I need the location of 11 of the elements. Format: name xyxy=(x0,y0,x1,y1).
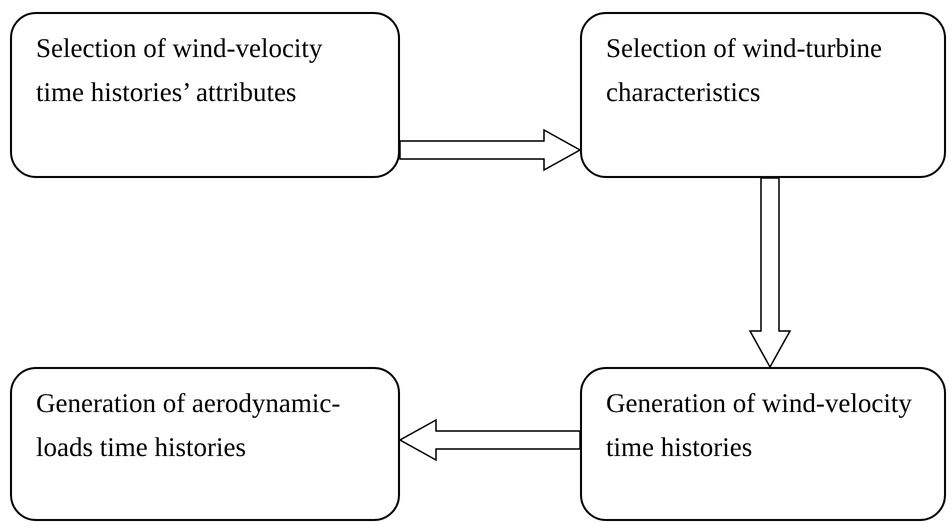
block-arrow xyxy=(399,128,582,172)
box-text: Selection of wind-turbine characteristics xyxy=(606,32,883,109)
process-box xyxy=(580,367,946,521)
process-box xyxy=(10,12,400,178)
process-box xyxy=(10,367,400,521)
box-text: Selection of wind-velocity time histories’ attributes xyxy=(36,32,324,109)
process-box xyxy=(580,12,946,178)
block-arrow xyxy=(748,177,792,369)
block-arrow xyxy=(398,418,581,462)
box-text: Generation of aerodynamic-loads time histories xyxy=(36,387,342,464)
box-text: Generation of wind-velocity time histories xyxy=(606,387,913,464)
